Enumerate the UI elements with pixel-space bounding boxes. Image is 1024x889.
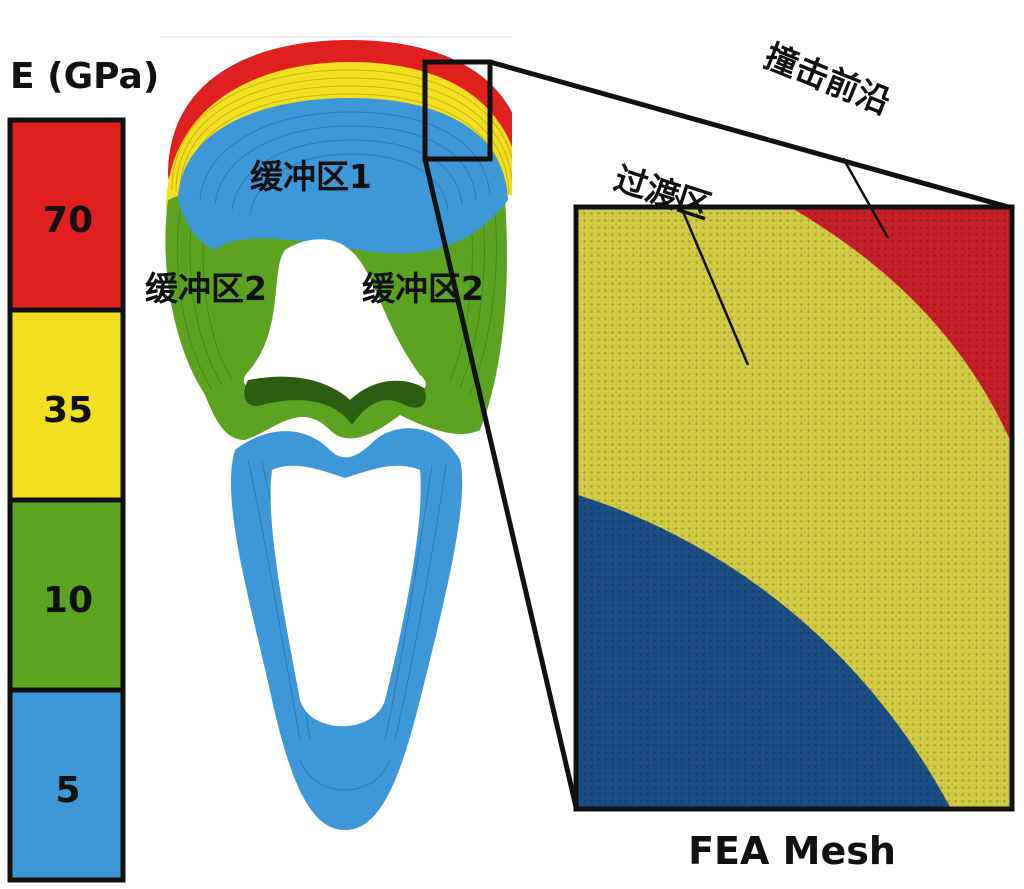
modulus-legend: E (GPa) 70 35 10 5 (7, 56, 159, 883)
zoom-source-box (422, 59, 493, 162)
mesh-caption: FEA Mesh (688, 829, 896, 873)
legend-label-10: 10 (43, 580, 93, 621)
legend-swatch-35 (10, 310, 123, 500)
label-buffer-zone-1: 缓冲区1 (250, 157, 372, 196)
legend-swatch-70 (10, 120, 123, 310)
legend-swatch-10 (10, 500, 123, 690)
label-buffer-zone-2-right: 缓冲区2 (362, 269, 484, 308)
label-impact-edge: 撞击前沿 (759, 36, 896, 122)
legend-swatch-5 (10, 690, 123, 880)
legend-label-35: 35 (43, 390, 93, 431)
legend-label-70: 70 (43, 200, 93, 241)
root-cavity (270, 465, 421, 727)
label-buffer-zone-2-left: 缓冲区2 (145, 269, 267, 308)
head-cavity (243, 239, 426, 400)
legend-label-5: 5 (55, 770, 80, 811)
zoom-callout (422, 59, 1013, 808)
blade-cross-section: 缓冲区1 缓冲区2 缓冲区2 (145, 36, 512, 830)
legend-title: E (GPa) (10, 56, 159, 97)
fea-mesh-inset: 过渡区 撞击前沿 FEA Mesh (573, 36, 1015, 873)
